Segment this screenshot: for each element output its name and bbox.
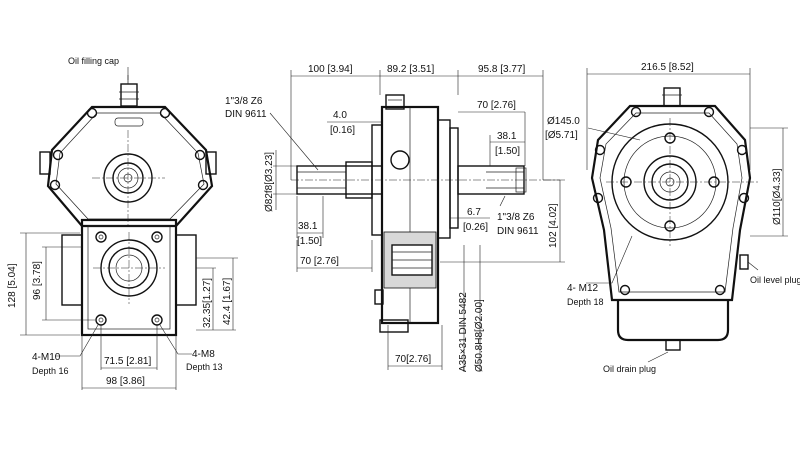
- dim-4-0-label: 4.0: [333, 110, 347, 121]
- dim-6-7-label: 6.7: [467, 207, 481, 218]
- dim-145-label: Ø145.0: [547, 116, 580, 127]
- dim-a35-label: A35×31 DIN 5482: [458, 292, 469, 372]
- oil-filling-cap: [119, 75, 139, 107]
- dim-32-35-label: 32.35[1.27]: [202, 278, 213, 328]
- output-shaft: [457, 165, 527, 195]
- m8-depth-label: Depth 13: [186, 362, 223, 372]
- dim-110-label: Ø110[Ø4.33]: [772, 168, 783, 225]
- dim-38-1-right-inch-label: [1.50]: [495, 146, 520, 157]
- dim-6-7-inch-label: [0.26]: [463, 222, 488, 233]
- dim-82-label: Ø82f8[Ø3.23]: [264, 152, 275, 212]
- side-view: 100 [3.94] 89.2 [3.51] 95.8 [3.77]: [225, 64, 565, 372]
- dim-50-8-label: Ø50.8H8[Ø2.00]: [474, 299, 485, 372]
- side-section: [383, 231, 437, 289]
- dim-95-8-label: 95.8 [3.77]: [478, 64, 525, 75]
- output-spline-spec: 1"3/8 Z6: [497, 212, 535, 223]
- dim-38-1-left-inch-label: [1.50]: [297, 236, 322, 247]
- m8-label: 4-M8: [192, 349, 215, 360]
- dim-128-label: 128 [5.04]: [7, 263, 18, 308]
- input-shaft: [291, 161, 560, 199]
- rear-view: 216.5 [8.52]: [545, 62, 800, 374]
- dim-100-label: 100 [3.94]: [308, 64, 353, 75]
- dim-98-label: 98 [3.86]: [106, 376, 145, 387]
- dim-96-label: 96 [3.78]: [32, 261, 43, 300]
- dim-70-bottom-label: 70[2.76]: [395, 354, 431, 365]
- front-upper-housing: [46, 105, 214, 228]
- dim-216-5-label: 216.5 [8.52]: [641, 62, 694, 73]
- dim-38-1-right-label: 38.1: [497, 131, 517, 142]
- rear-flange: [606, 118, 760, 246]
- dim-89-2-label: 89.2 [3.51]: [387, 64, 434, 75]
- input-spline-din: DIN 9611: [225, 109, 267, 120]
- oil-drain-plug-label: Oil drain plug: [603, 364, 656, 374]
- dim-38-1-left-label: 38.1: [298, 221, 318, 232]
- front-lower-shaft: [93, 232, 165, 304]
- output-spline-din: DIN 9611: [497, 226, 539, 237]
- rear-housing-bolts: [592, 106, 750, 296]
- front-housing-bolts: [49, 107, 209, 191]
- dim-70-left-label: 70 [2.76]: [300, 256, 339, 267]
- dim-70-top-label: 70 [2.76]: [477, 100, 516, 111]
- m10-depth-label: Depth 16: [32, 366, 69, 376]
- m12-label: 4- M12: [567, 283, 599, 294]
- dim-145-inch-label: [Ø5.71]: [545, 130, 578, 141]
- m10-label: 4-M10: [32, 352, 61, 363]
- input-spline-spec: 1"3/8 Z6: [225, 96, 263, 107]
- dim-4-0-inch-label: [0.16]: [330, 125, 355, 136]
- oil-level-plug-label: Oil level plug: [750, 275, 800, 285]
- rear-housing: [590, 104, 752, 302]
- oil-filling-cap-label: Oil filling cap: [68, 56, 119, 66]
- m12-holes: [620, 132, 720, 232]
- front-view: 128 [5.04] 96 [3.78] 32.35[1.27] 42.4 [1…: [7, 56, 238, 390]
- m12-depth-label: Depth 18: [567, 297, 604, 307]
- dim-71-5-label: 71.5 [2.81]: [104, 356, 151, 367]
- dim-42-4-label: 42.4 [1.67]: [222, 278, 233, 325]
- dim-102-label: 102 [4.02]: [548, 203, 559, 248]
